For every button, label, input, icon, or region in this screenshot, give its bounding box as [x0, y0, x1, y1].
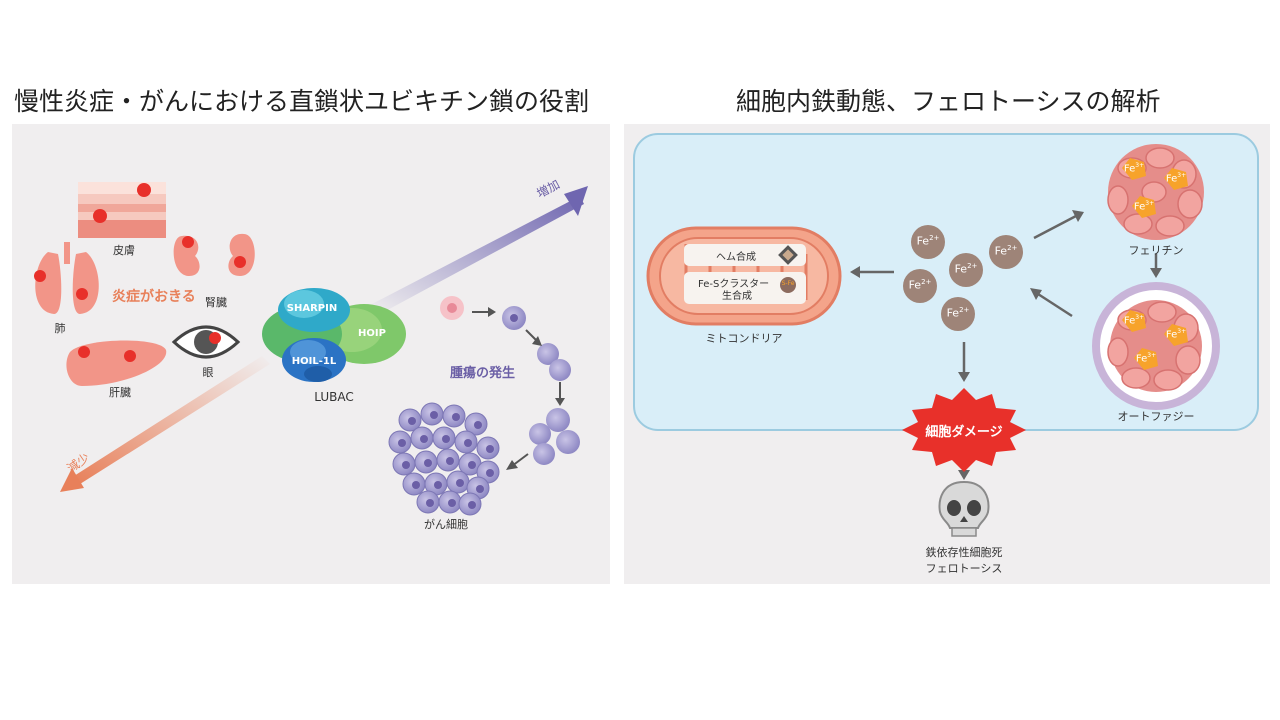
sharpin-label: SHARPIN [286, 303, 338, 314]
skin-illustration [78, 182, 166, 238]
cancer-cell-nucleus [434, 481, 442, 489]
fe2-label-3: Fe2+ [954, 262, 978, 276]
decrease-arrow [60, 356, 270, 492]
ubiquitin-diagram-panel: 皮膚 腎臓 肺 眼 肝臓 炎症がおきる SHARPIN HOIP HOIL-1L… [12, 124, 610, 584]
fes-label: Fe-Sクラスター [698, 279, 770, 290]
eye-label: 眼 [202, 366, 214, 379]
cancer-cell-nucleus [468, 461, 476, 469]
autophagy-label: オートファジー [1117, 410, 1195, 423]
right-diagram-title: 細胞内鉄動態、フェロトーシスの解析 [736, 87, 1161, 116]
cancer-cell-nucleus [474, 421, 482, 429]
cancer-cell-nucleus [476, 485, 484, 493]
cancer-cell-nucleus [426, 499, 434, 507]
ferritin-label: フェリチン [1128, 244, 1184, 257]
hoip-label: HOIP [358, 328, 386, 339]
cancer-cell-nucleus [486, 469, 494, 477]
cancer-cell-cluster [388, 402, 500, 516]
lubac-complex [262, 288, 406, 382]
fes-label-2: 生合成 [722, 291, 752, 302]
iron-diagram-panel: ヘム合成 Fe-Sクラスター 生合成 S-Fe ミトコンドリア Fe2+ Fe2… [624, 124, 1270, 584]
inflammation-label: 炎症がおきる [112, 289, 196, 305]
increase-arrow [372, 186, 588, 314]
cancer-cell-nucleus [452, 413, 460, 421]
fe3-label-5: Fe3+ [1165, 328, 1187, 341]
cell-damage-label: 細胞ダメージ [925, 425, 1003, 440]
eye-illustration [171, 325, 241, 359]
fe3-label-1: Fe3+ [1123, 162, 1145, 175]
ferritin-illustration [1107, 144, 1204, 240]
cancer-cell-nucleus [442, 435, 450, 443]
lung-illustration [34, 242, 99, 314]
cancer-cell-nucleus [448, 499, 456, 507]
iron-diagram-graphic [633, 133, 1259, 537]
fe3-label-2: Fe3+ [1165, 172, 1187, 185]
liver-illustration [66, 340, 167, 386]
hoil-label: HOIL-1L [291, 356, 337, 367]
progression-arrows [472, 307, 565, 470]
cancer-cell-nucleus [420, 435, 428, 443]
fe2-label-4: Fe2+ [908, 278, 932, 292]
fe2-label-2: Fe2+ [994, 244, 1018, 258]
cancer-cell-nucleus [486, 445, 494, 453]
mitochondria-illustration [646, 226, 842, 326]
tumor-label: 腫瘍の発生 [450, 366, 516, 381]
ubiquitin-diagram-graphic [34, 182, 588, 516]
kidney-illustration [173, 233, 255, 277]
liver-label: 肝臓 [109, 386, 131, 399]
fe2-ions [903, 225, 1023, 331]
fe2-label-5: Fe2+ [946, 306, 970, 320]
ferroptosis-label-1: 鉄依存性細胞死 [925, 546, 1003, 559]
cancer-cell-nucleus [464, 439, 472, 447]
skull-icon [938, 480, 990, 537]
cancer-cell-nucleus [430, 411, 438, 419]
fe3-label-4: Fe3+ [1123, 314, 1145, 327]
autophagy-illustration [1092, 282, 1220, 410]
cancer-cell-nucleus [412, 481, 420, 489]
cancer-cell-nucleus [446, 457, 454, 465]
cell-damage-burst [902, 388, 1026, 472]
cancer-cell-nucleus [398, 439, 406, 447]
cancer-cell-nucleus [402, 461, 410, 469]
fe3-label-3: Fe3+ [1133, 200, 1155, 213]
cancer-cell-nucleus [408, 417, 416, 425]
left-diagram-title: 慢性炎症・がんにおける直鎖状ユビキチン鎖の役割 [14, 87, 590, 116]
tumor-progression-cells [440, 296, 580, 465]
heme-label: ヘム合成 [716, 252, 756, 263]
fe3-label-6: Fe3+ [1135, 352, 1157, 365]
cancer-cells-label: がん細胞 [424, 518, 468, 531]
kidney-label: 腎臓 [205, 296, 227, 309]
cancer-cell-nucleus [424, 459, 432, 467]
skin-label: 皮膚 [113, 244, 135, 257]
fe2-label-1: Fe2+ [916, 234, 940, 248]
lung-label: 肺 [54, 322, 66, 335]
lubac-label: LUBAC [314, 390, 354, 404]
cancer-cell-nucleus [468, 501, 476, 509]
mitochondria-label: ミトコンドリア [705, 332, 783, 345]
flow-arrows [850, 210, 1162, 480]
fes-tag-label: S-Fe [781, 280, 795, 287]
cancer-cell-nucleus [456, 479, 464, 487]
ferroptosis-label-2: フェロトーシス [925, 562, 1003, 575]
